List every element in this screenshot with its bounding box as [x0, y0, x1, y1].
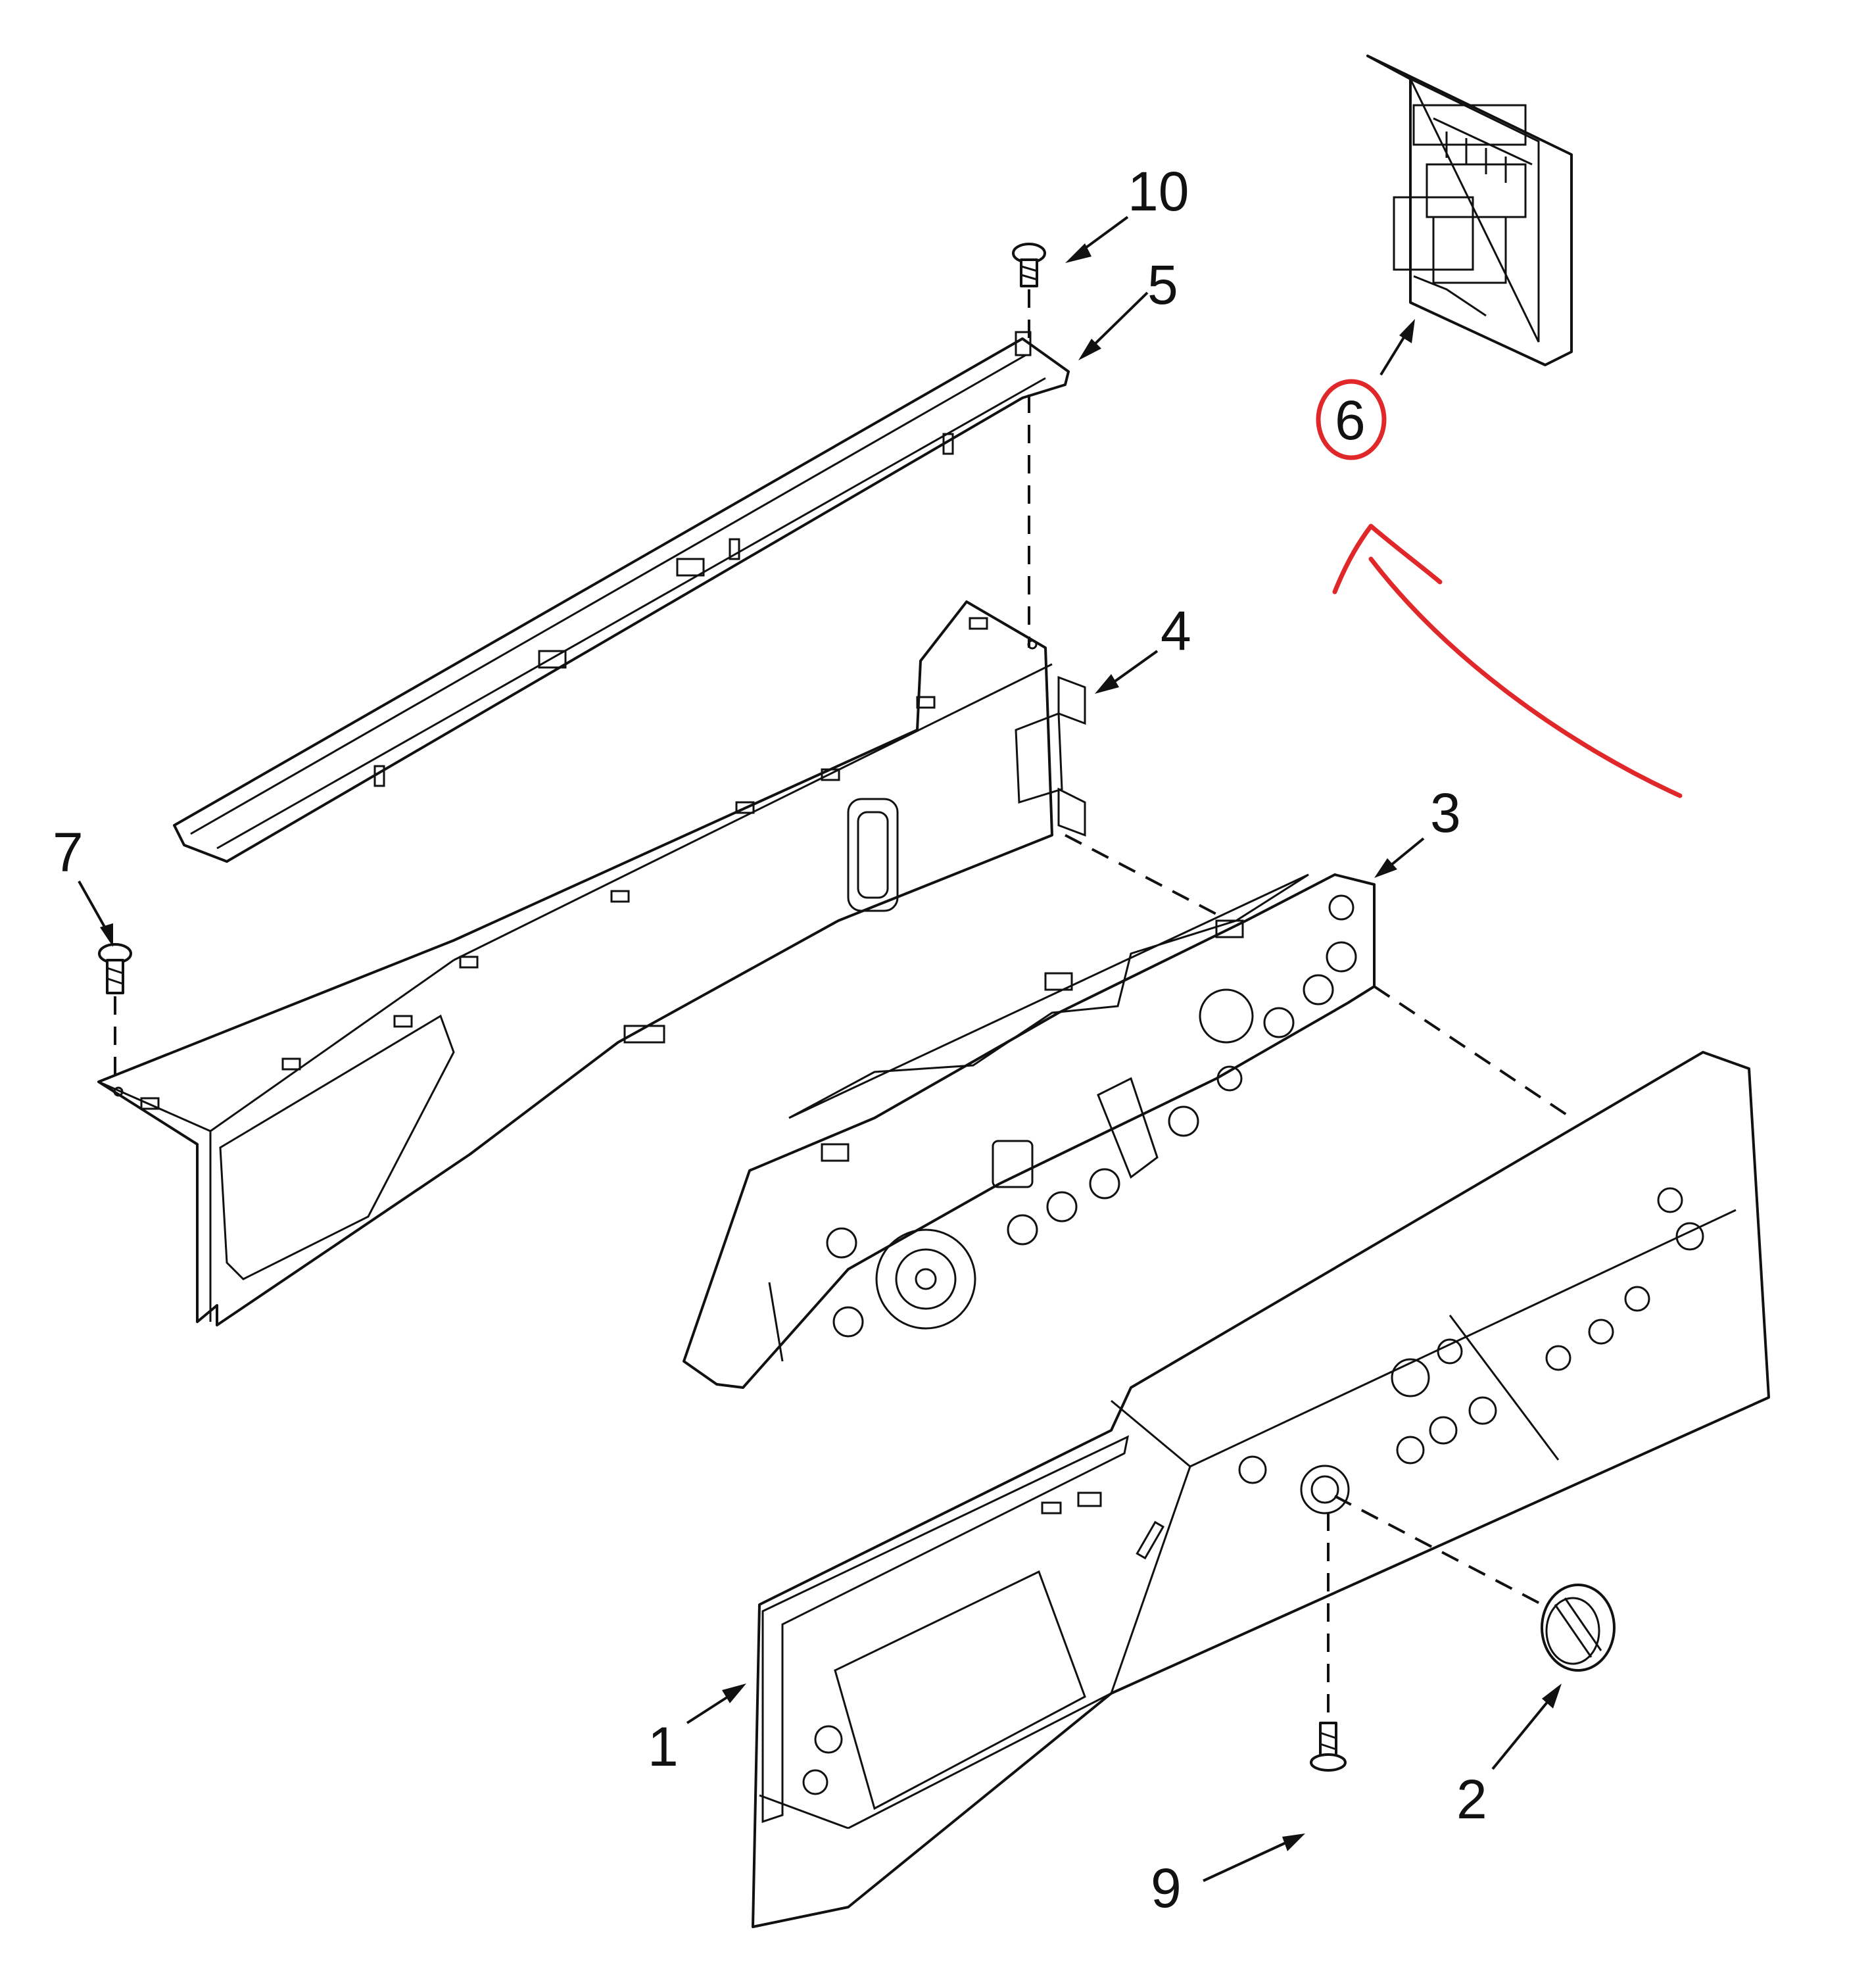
callout-9: 9	[1151, 1857, 1182, 1919]
callout-7: 7	[53, 821, 84, 883]
callout-5: 5	[1147, 254, 1178, 316]
part-5-top-rail[interactable]	[173, 331, 1070, 863]
leader-lines	[78, 216, 1562, 1882]
part-6-control-board[interactable]	[1366, 55, 1573, 366]
callout-3: 3	[1430, 782, 1461, 844]
callout-1: 1	[648, 1716, 679, 1778]
part-2-knob[interactable]	[1541, 1584, 1616, 1672]
part-10-screw[interactable]	[1012, 243, 1046, 287]
highlight-circle-6	[1316, 379, 1387, 460]
assembly-lines	[114, 289, 1573, 1716]
part-1-control-panel[interactable]	[752, 1051, 1770, 1928]
callout-labels: 10 5 6 4 3 7 1 2 9	[53, 160, 1487, 1919]
callout-10: 10	[1128, 160, 1189, 222]
callout-4: 4	[1161, 600, 1191, 662]
callout-6: 6	[1335, 389, 1366, 451]
highlight-curved-arrow	[1332, 523, 1683, 798]
part-7-screw[interactable]	[98, 943, 132, 994]
callout-2: 2	[1456, 1768, 1487, 1830]
part-9-screw[interactable]	[1310, 1722, 1347, 1772]
part-4-console-bracket[interactable]	[97, 600, 1086, 1326]
